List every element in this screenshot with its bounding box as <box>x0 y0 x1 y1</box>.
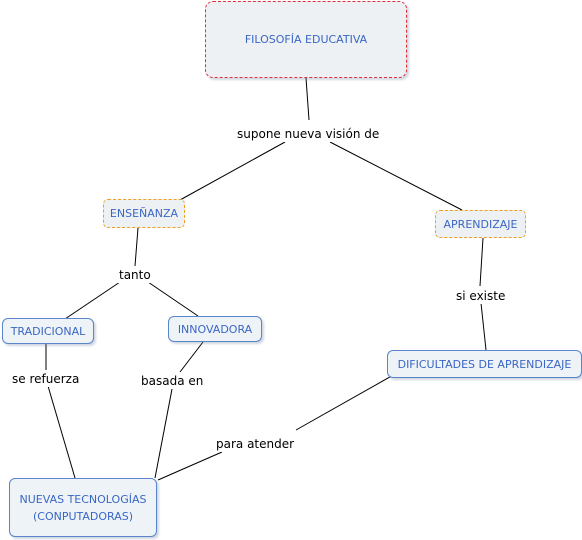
link-nuevas-paraatender <box>157 451 223 481</box>
node-filosofia-educativa[interactable]: FILOSOFÍA EDUCATIVA <box>205 1 407 78</box>
node-dificultades[interactable]: DIFICULTADES DE APRENDIZAJE <box>387 350 582 378</box>
link-aprendizaje-siexiste <box>479 237 484 287</box>
node-nuevas-label-line2: (CONPUTADORAS) <box>32 509 134 523</box>
node-innovadora[interactable]: INNOVADORA <box>168 316 262 342</box>
node-nuevas-label-line1: NUEVAS TECNOLOGÍAS <box>19 492 147 506</box>
link-ensenanza-tanto <box>134 227 139 267</box>
node-tradicional[interactable]: TRADICIONAL <box>2 318 94 344</box>
link-label-se-refuerza: se refuerza <box>10 371 82 387</box>
link-paraatender-dificultades <box>295 368 405 431</box>
link-label-tanto: tanto <box>117 267 153 283</box>
link-tanto-innovadora <box>147 281 199 317</box>
node-aprendizaje[interactable]: APRENDIZAJE <box>435 210 526 238</box>
link-label-si-existe: si existe <box>454 288 508 304</box>
node-ensenanza[interactable]: ENSEÑANZA <box>103 199 185 228</box>
node-nuevas-tecnologias[interactable]: NUEVAS TECNOLOGÍAS (CONPUTADORAS) <box>9 478 157 537</box>
link-supone-ensenanza <box>179 141 286 201</box>
node-aprendizaje-label: APRENDIZAJE <box>443 217 518 231</box>
node-filosofia-label: FILOSOFÍA EDUCATIVA <box>244 33 368 46</box>
link-siexiste-dificultades <box>480 302 487 351</box>
link-filosofia-supone <box>305 77 310 121</box>
link-serefuerza-nuevas <box>47 385 76 479</box>
node-tradicional-label: TRADICIONAL <box>10 324 86 338</box>
link-basada-nuevas <box>154 388 173 479</box>
link-label-basada-en: basada en <box>139 373 206 389</box>
link-label-supone: supone nueva visión de <box>235 126 382 142</box>
link-tanto-tradicional <box>64 281 121 320</box>
node-dificultades-label: DIFICULTADES DE APRENDIZAJE <box>397 357 572 371</box>
node-innovadora-label: INNOVADORA <box>177 322 253 336</box>
link-label-para-atender: para atender <box>214 436 297 452</box>
link-innovadora-basada <box>179 341 204 373</box>
link-supone-aprendizaje <box>329 141 463 211</box>
node-ensenanza-label: ENSEÑANZA <box>109 207 179 220</box>
